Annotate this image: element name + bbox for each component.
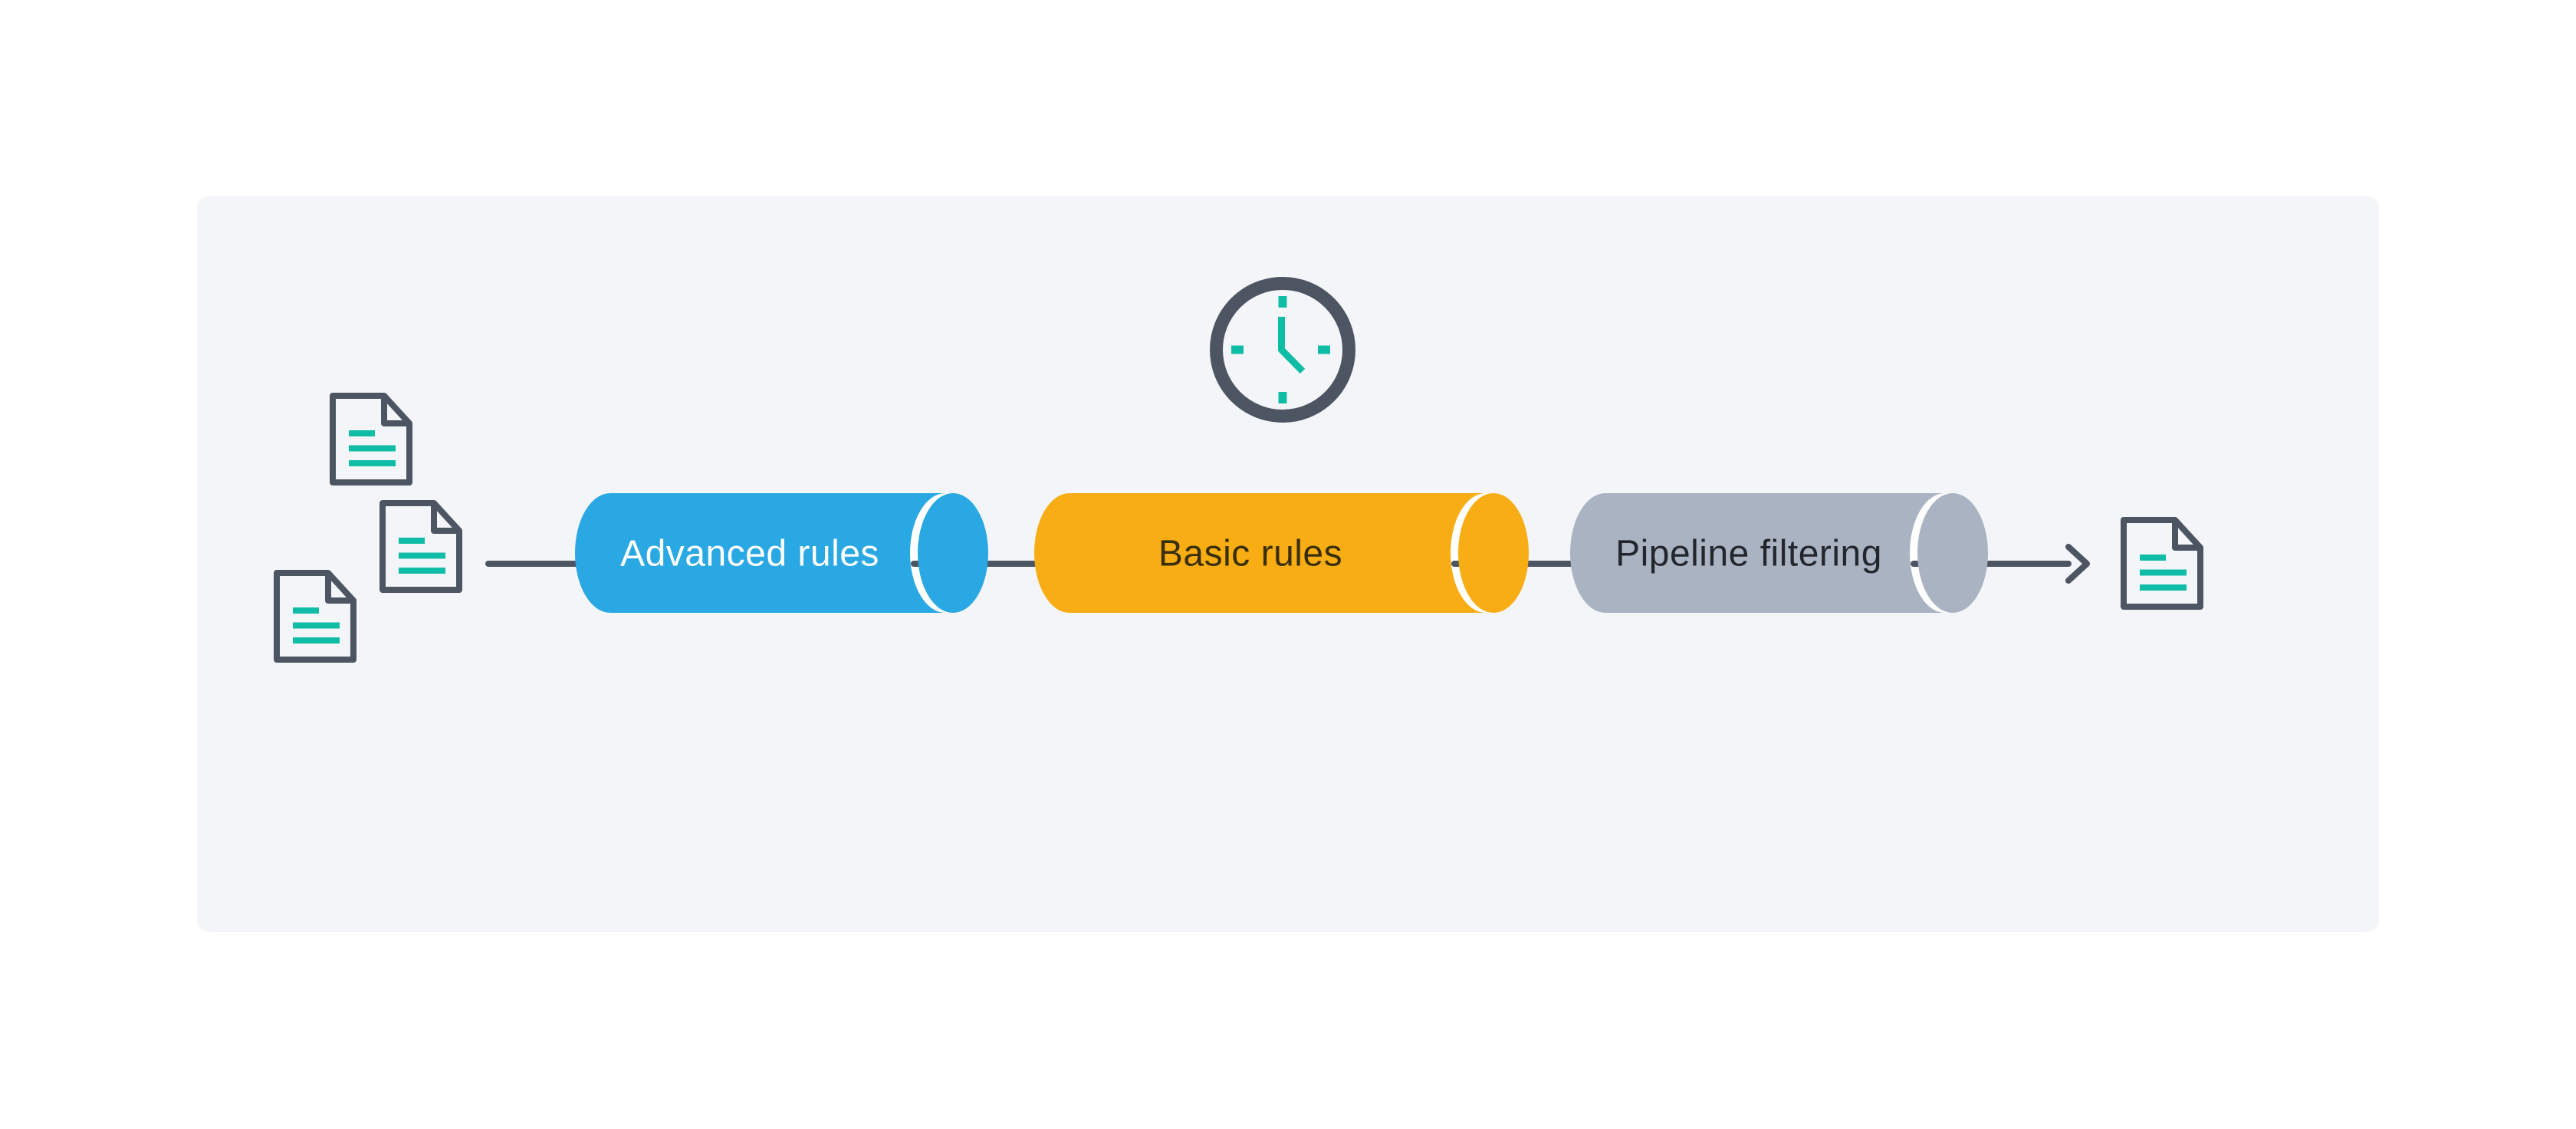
stage-label-pipeline-filtering: Pipeline filtering <box>1615 534 1882 574</box>
cylinder-cap <box>1917 493 1988 613</box>
stage-label-advanced-rules: Advanced rules <box>620 534 879 574</box>
clock-hands <box>1278 317 1306 374</box>
cylinder-body <box>1570 493 1945 613</box>
input-document-icon <box>333 396 409 482</box>
cylinder-body <box>1034 493 1486 613</box>
cylinder-body <box>575 493 945 613</box>
clock-face <box>1210 277 1355 423</box>
input-document-icon <box>383 503 459 590</box>
cylinder-cap <box>1458 493 1529 613</box>
clock-tick-12 <box>1278 296 1287 308</box>
clock-tick-6 <box>1278 392 1287 403</box>
input-document-icon <box>277 573 353 660</box>
arrowhead-icon <box>2065 544 2090 584</box>
stage-label-basic-rules: Basic rules <box>1158 534 1342 574</box>
cylinder-cap <box>918 493 988 613</box>
clock-tick-3 <box>1318 345 1330 354</box>
clock-icon <box>1210 277 1355 423</box>
output-document-icon <box>2124 520 2200 607</box>
clock-tick-9 <box>1231 345 1244 354</box>
